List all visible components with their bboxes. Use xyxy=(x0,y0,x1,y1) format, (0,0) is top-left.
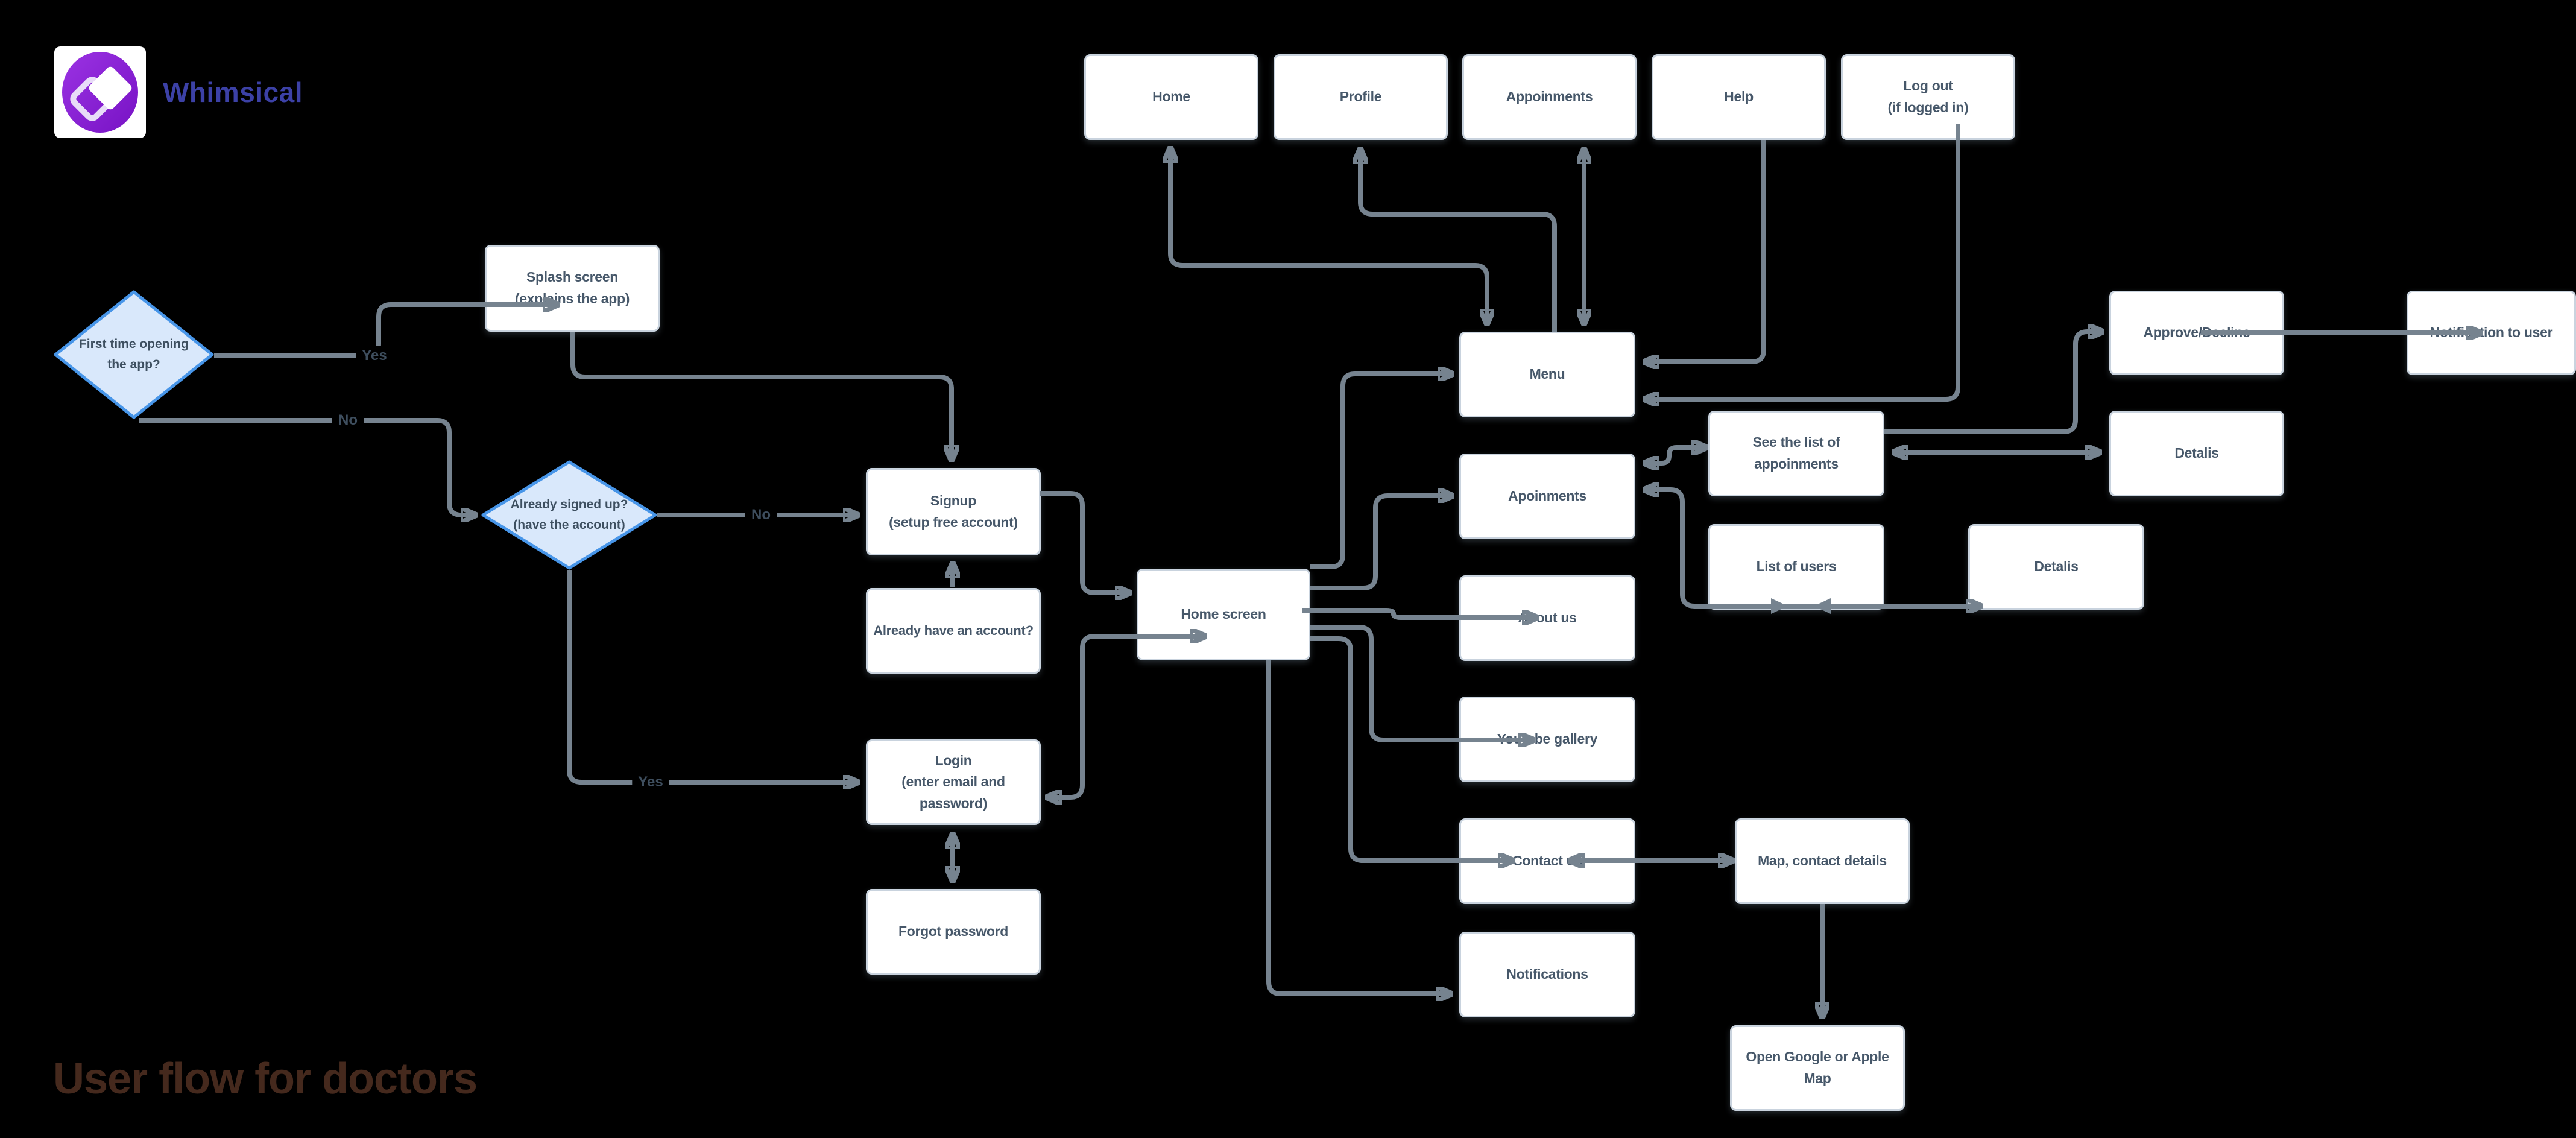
edge-firsttime-no-alreadysigned xyxy=(139,418,475,515)
edge-login-homescreen xyxy=(1047,636,1205,797)
already-signed-decision-shape xyxy=(481,460,657,570)
edge-navhome-menu xyxy=(1170,148,1487,323)
about-us-node[interactable]: About us xyxy=(1459,575,1635,661)
label-no-signup: No xyxy=(745,505,777,525)
home-screen-node[interactable]: Home screen xyxy=(1137,569,1310,660)
already-signed-decision-label: Already signed up? (have the account) xyxy=(510,498,628,532)
label-no-signed: No xyxy=(332,411,364,430)
nav-appointments-node[interactable]: Appoinments xyxy=(1462,54,1637,140)
edge-alreadysigned-yes-login xyxy=(567,570,857,782)
splash-screen-node[interactable]: Splash screen (explains the app) xyxy=(485,245,660,332)
first-time-decision-shape xyxy=(54,290,214,419)
label-yes-login: Yes xyxy=(632,773,669,792)
edge-appointments-seelist xyxy=(1645,447,1706,463)
edge-splash-signup xyxy=(570,332,952,460)
notifications-node[interactable]: Notifications xyxy=(1459,932,1635,1017)
already-signed-decision[interactable]: Already signed up? (have the account) xyxy=(481,460,657,570)
signup-node[interactable]: Signup (setup free account) xyxy=(866,468,1041,555)
edge-seelist-approve xyxy=(1884,332,2102,434)
notification-to-user-node[interactable]: Notification to user xyxy=(2407,291,2576,375)
first-time-decision-label: First time opening the app? xyxy=(78,337,189,371)
nav-help-node[interactable]: Help xyxy=(1652,54,1826,140)
list-of-users-node[interactable]: List of users xyxy=(1708,524,1884,610)
edge-homescreen-notifications xyxy=(1266,660,1451,994)
login-node[interactable]: Login (enter email and password) xyxy=(866,739,1041,825)
approve-decline-node[interactable]: Approve/Decline xyxy=(2109,291,2284,375)
contact-us-node[interactable]: Contact us xyxy=(1459,818,1635,904)
details-top-node[interactable]: Detalis xyxy=(2109,411,2284,496)
youtube-gallery-node[interactable]: Youtube gallery xyxy=(1459,697,1635,782)
already-account-node[interactable]: Already have an account? xyxy=(866,588,1041,674)
nav-profile-node[interactable]: Profile xyxy=(1274,54,1448,140)
whimsical-logo: Whimsical xyxy=(54,46,303,138)
edge-signup-homescreen xyxy=(1040,491,1129,593)
page-title: User flow for doctors xyxy=(53,1055,478,1103)
edge-homescreen-menu xyxy=(1310,374,1452,569)
nav-home-node[interactable]: Home xyxy=(1084,54,1258,140)
first-time-decision[interactable]: First time opening the app? xyxy=(54,290,214,419)
edge-menu-navprofile xyxy=(1360,150,1557,332)
nav-logout-node[interactable]: Log out (if logged in) xyxy=(1841,54,2015,140)
edge-navhelp-menu xyxy=(1645,140,1766,362)
see-list-appointments-node[interactable]: See the list of appoinments xyxy=(1708,411,1884,496)
appointments-node[interactable]: Apoinments xyxy=(1459,454,1635,539)
map-contact-details-node[interactable]: Map, contact details xyxy=(1735,818,1910,904)
label-yes-splash: Yes xyxy=(356,346,393,365)
whimsical-diamonds-icon xyxy=(62,52,138,133)
whimsical-logo-icon xyxy=(54,46,146,138)
open-map-node[interactable]: Open Google or Apple Map xyxy=(1730,1025,1905,1111)
details-mid-node[interactable]: Detalis xyxy=(1968,524,2144,610)
menu-node[interactable]: Menu xyxy=(1459,332,1635,417)
forgot-password-node[interactable]: Forgot password xyxy=(866,889,1041,975)
edge-navlogout-menu xyxy=(1645,124,1960,399)
edge-homescreen-appointments xyxy=(1310,496,1452,590)
brand-name: Whimsical xyxy=(163,77,303,108)
